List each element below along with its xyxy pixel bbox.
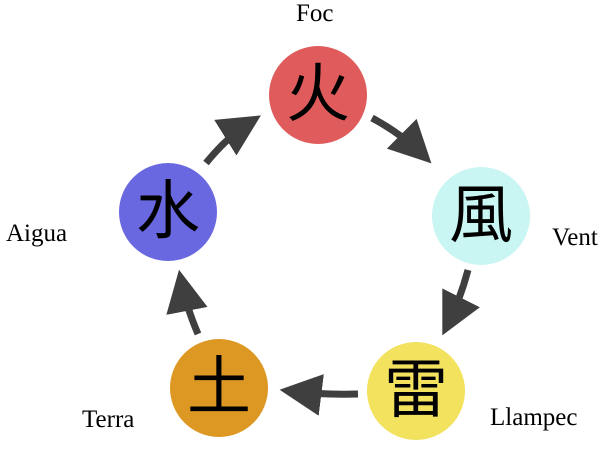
arrow-water-to-fire <box>203 115 261 166</box>
label-earth: Terra <box>82 406 135 433</box>
arrow-wind-to-lightning <box>442 269 480 336</box>
label-lightning: Llampec <box>490 404 578 431</box>
arrow-lightning-to-earth <box>279 374 359 416</box>
lightning-kanji: 雷 <box>384 354 448 428</box>
fire-kanji: 火 <box>286 58 350 132</box>
arrow-earth-to-water <box>166 269 208 336</box>
wind-kanji: 風 <box>449 179 513 253</box>
node-lightning: 雷 <box>367 342 465 440</box>
node-wind: 風 <box>432 167 530 265</box>
node-earth: 土 <box>170 339 268 437</box>
label-wind: Vent <box>552 224 598 251</box>
water-kanji: 水 <box>136 175 200 249</box>
arrow-fire-to-wind <box>370 114 432 164</box>
earth-kanji: 土 <box>187 351 251 425</box>
label-water: Aigua <box>6 220 68 247</box>
node-water: 水 <box>119 163 217 261</box>
node-fire: 火 <box>269 46 367 144</box>
label-fire: Foc <box>296 0 334 27</box>
